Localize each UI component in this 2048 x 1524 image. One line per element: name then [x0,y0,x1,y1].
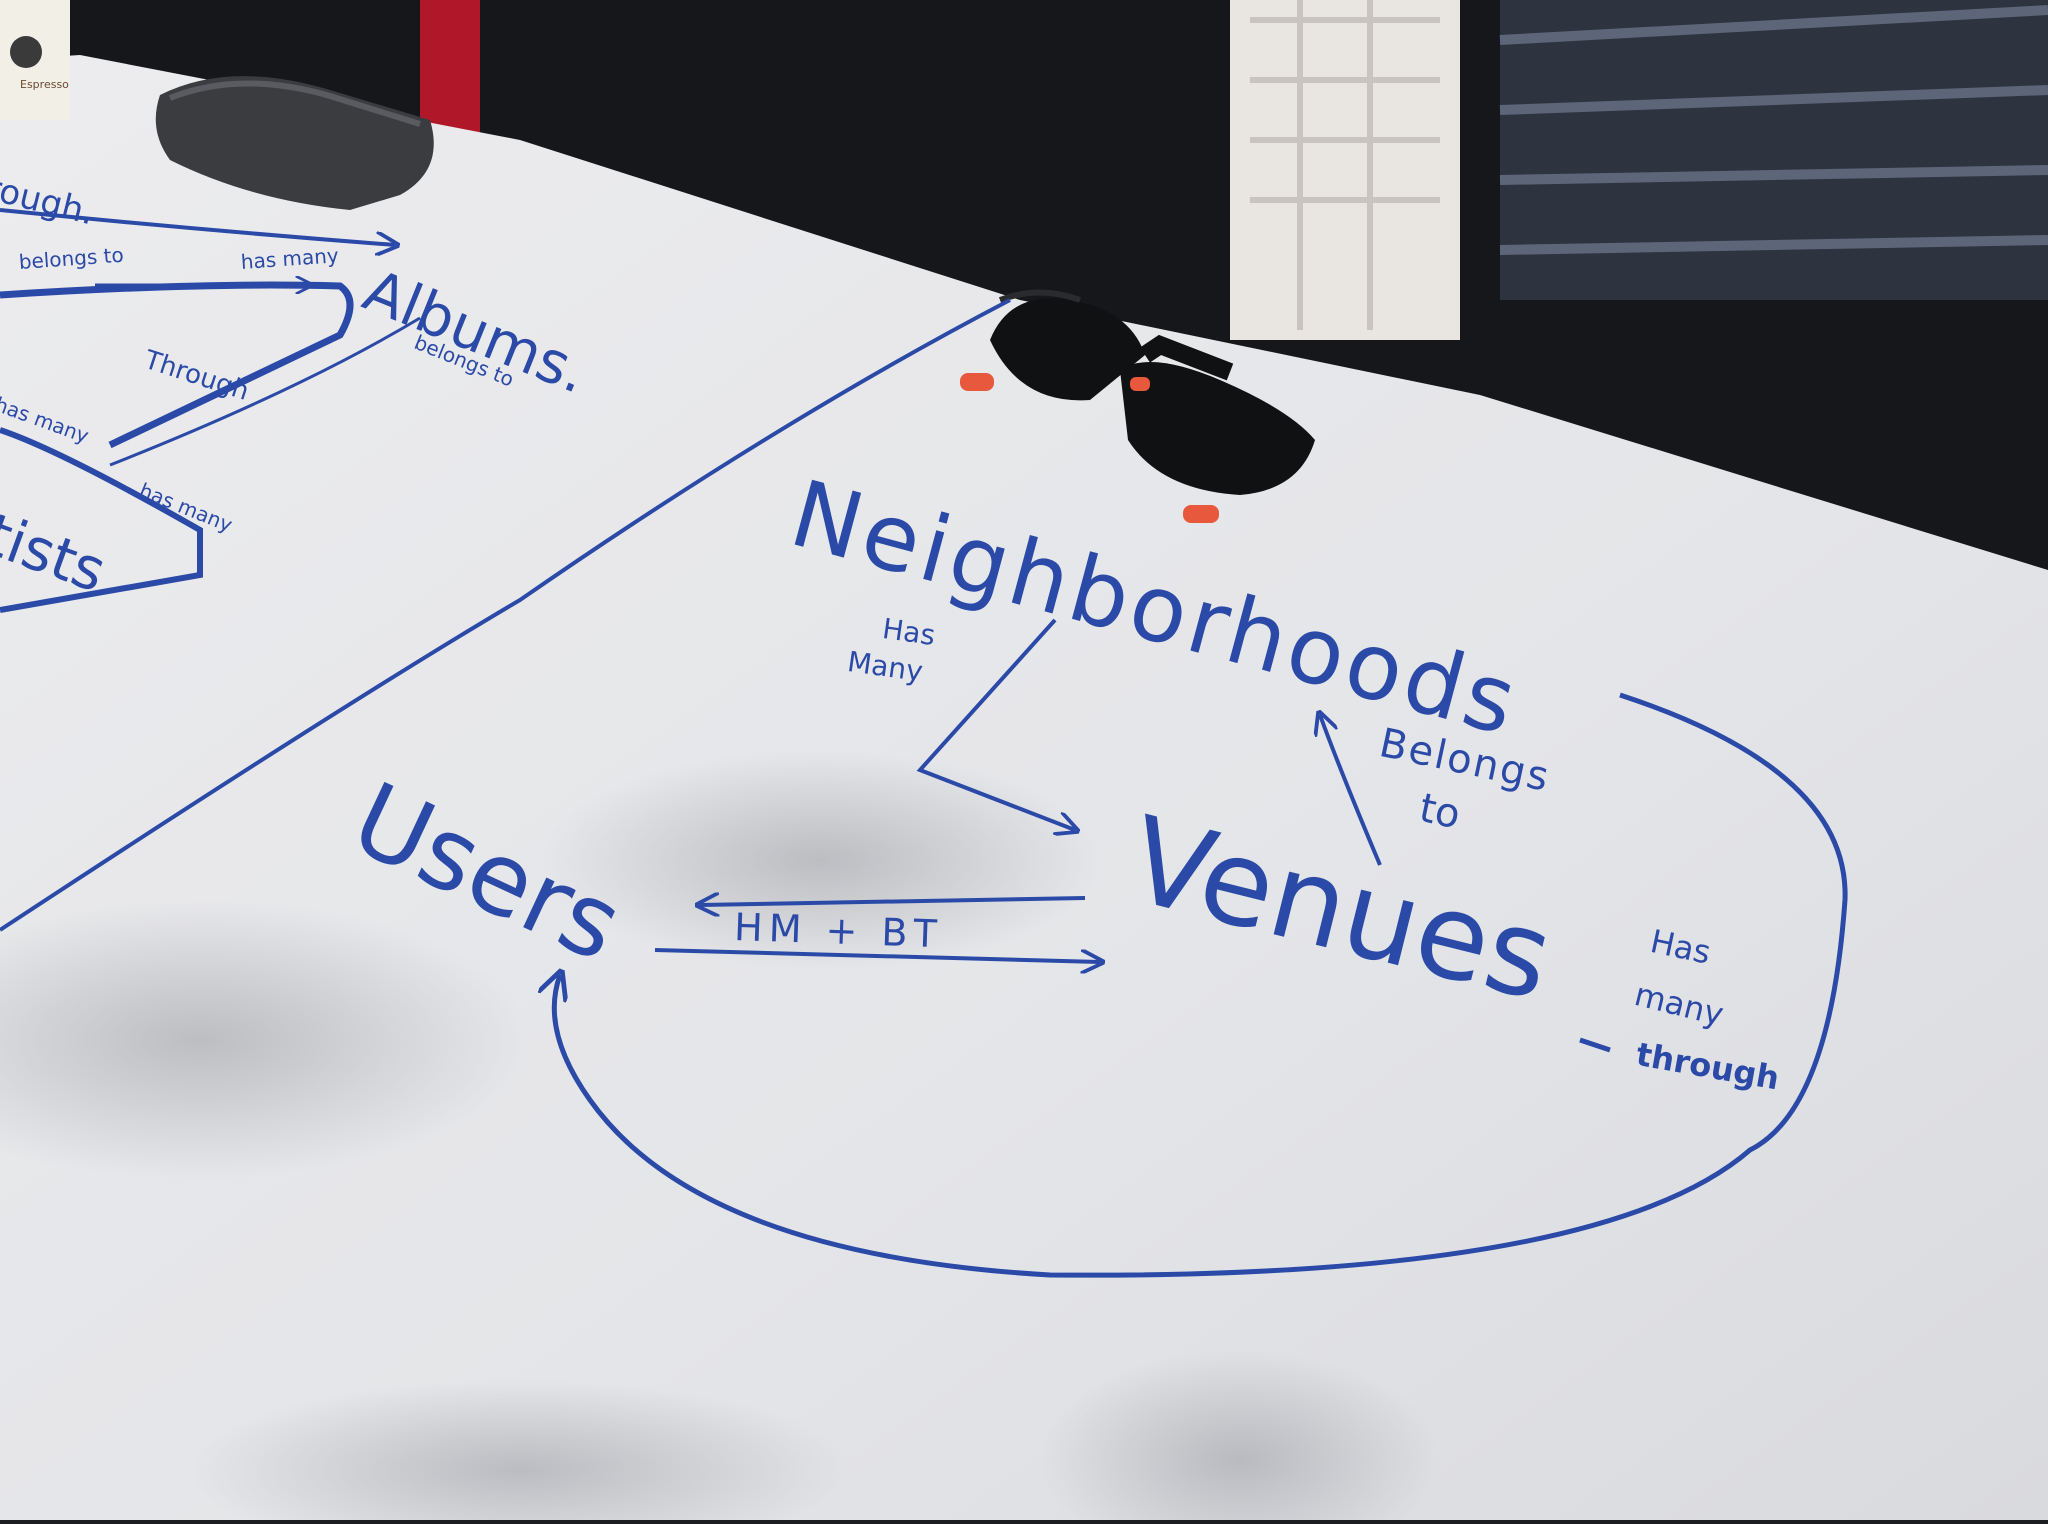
sunglasses [960,289,1315,523]
venues-to-users-arrow [700,898,1086,905]
through-loop-arrow [554,692,1848,1278]
main-diagram-lines [554,618,1848,1278]
users-to-venues-arrow [654,948,1100,962]
plaid-shirt [1230,0,1460,340]
venues-to-neighborhoods-arrow [1320,715,1382,866]
mug [0,0,70,120]
striped-shirt [1500,0,2048,300]
neighborhoods-to-venues-arrow [916,618,1075,830]
mug-text: Espresso [20,78,69,91]
eraser [155,76,434,211]
divider-line [0,298,1011,932]
has-many-label-line1: Has [880,612,938,653]
red-chair [420,0,480,140]
left-diagram-lines [0,208,421,613]
shadows [0,750,1440,1524]
hm-bt-label: HM + BT [733,905,944,957]
